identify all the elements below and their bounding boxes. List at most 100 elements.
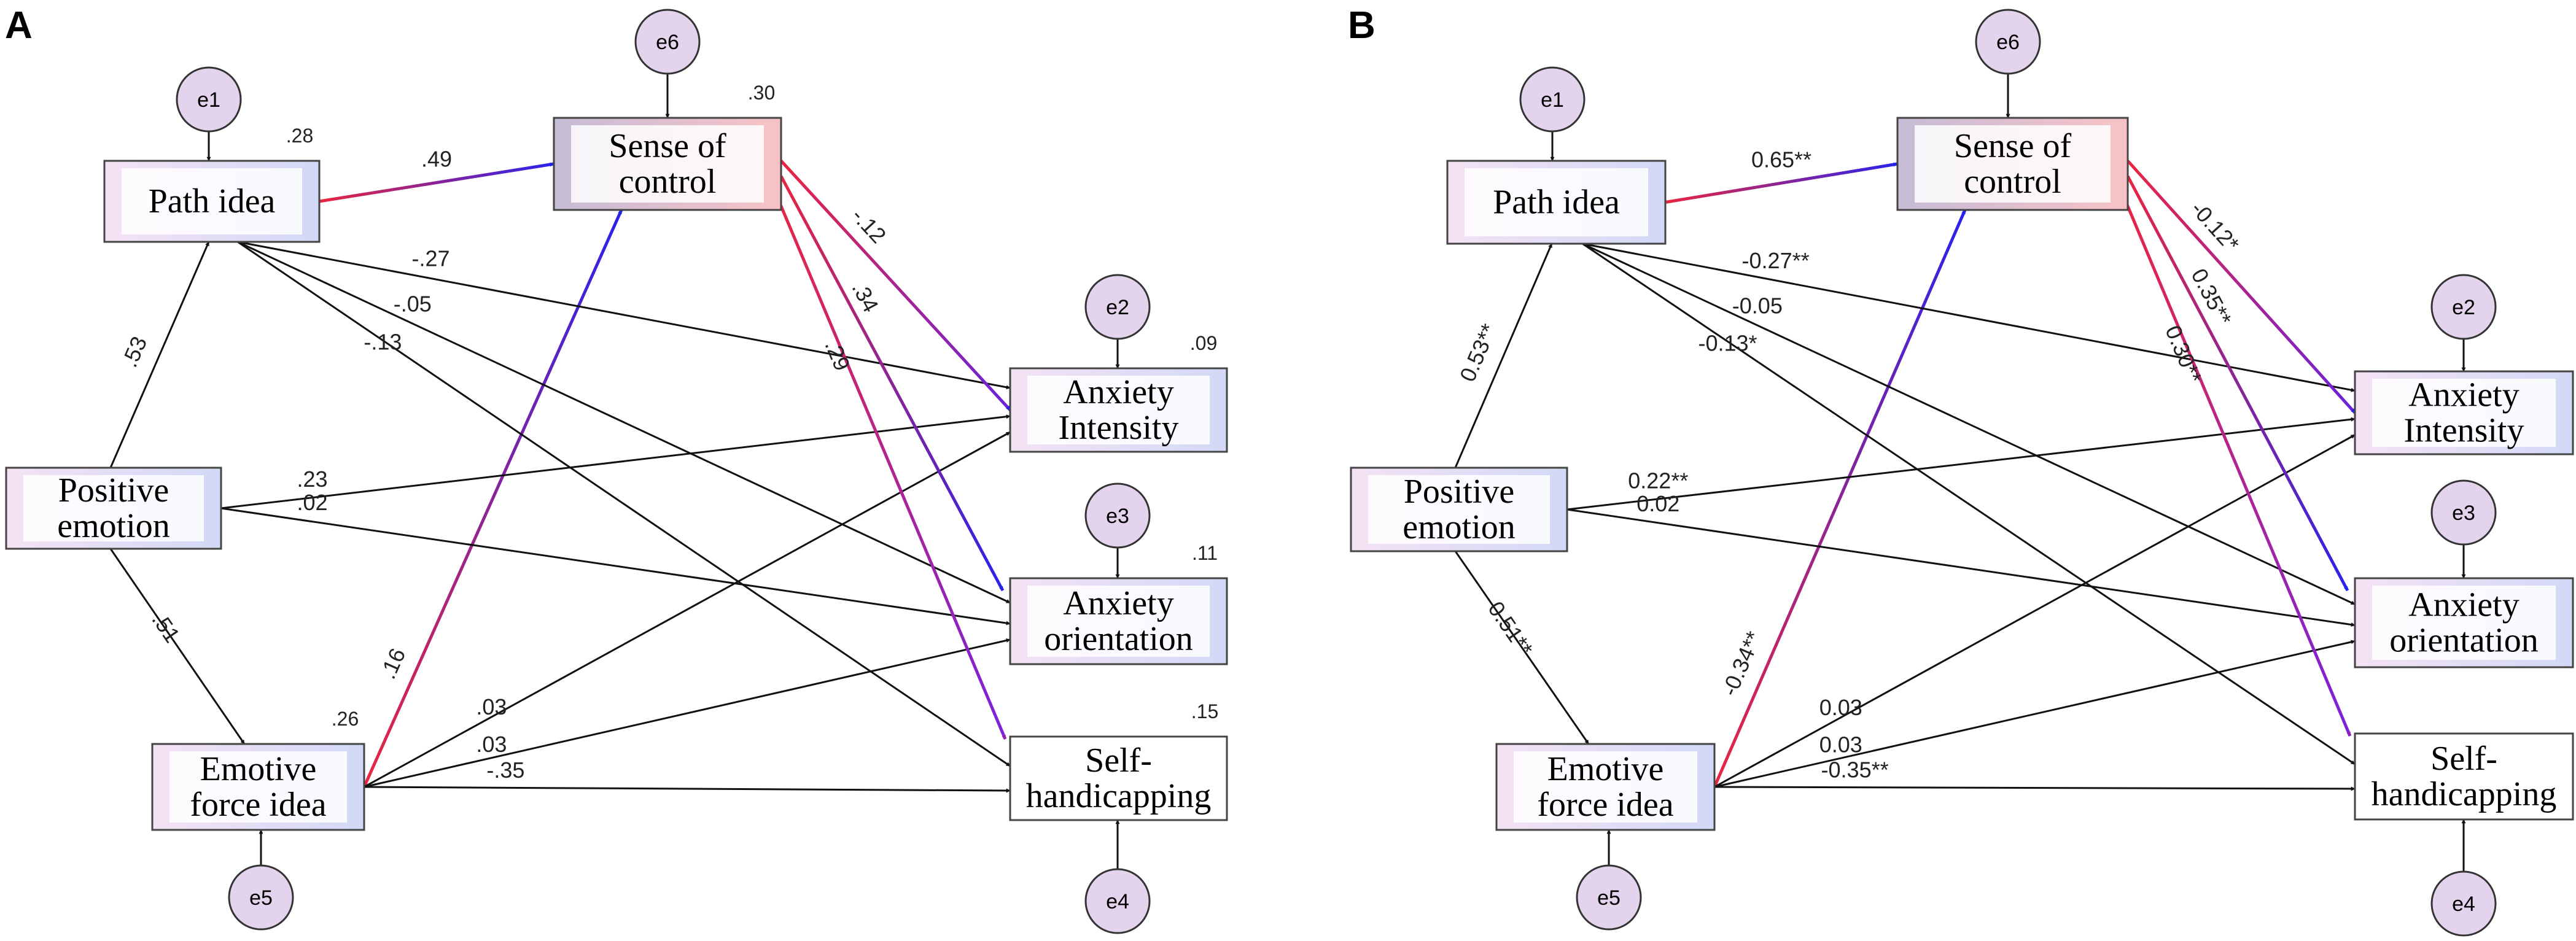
path-arrow-path-to-sense	[1665, 162, 1898, 204]
error-label-e2: e2	[2452, 296, 2475, 319]
node-label-plate-sh	[2372, 741, 2556, 812]
node-label-plate-path	[122, 168, 302, 234]
node-label-plate-ai	[1027, 376, 1210, 444]
error-label-e1: e1	[1541, 88, 1564, 112]
coef-path-to-ao: -0.05	[1732, 293, 1783, 318]
coef-path-to-sh: -0.13*	[1698, 331, 1757, 356]
node-label-plate-emot	[1514, 751, 1697, 823]
panel-label: B	[1348, 4, 1376, 47]
coef-sense-to-ai: -0.12*	[2186, 196, 2244, 257]
node-label-plate-sense	[571, 125, 764, 203]
node-label-plate-emot	[169, 751, 347, 823]
error-circle-e6	[634, 9, 701, 75]
node-label-sense-line-2: control	[1964, 163, 2061, 201]
path-arrow-path-to-sh	[1582, 242, 2356, 765]
coef-pos-to-path: .53	[117, 333, 152, 371]
coef-pos-to-emot: .51	[147, 608, 185, 647]
path-arrow-pos-to-emot	[109, 548, 246, 745]
coef-pos-to-ai: .23	[297, 467, 327, 492]
error-circle-e5	[1576, 864, 1642, 931]
node-label-path-line-1: Path idea	[149, 182, 276, 220]
node-label-sh-line-2: handicapping	[2372, 775, 2557, 813]
node-label-ao-line-1: Anxiety	[1063, 584, 1173, 622]
error-circle-e4	[2430, 870, 2497, 937]
path-arrow-path-to-sh	[237, 241, 1011, 767]
panel-a: A.49.53.51.16-.27-.05-.13.23.02.03.03-.3…	[5, 4, 1228, 934]
node-label-emot-line-1: Emotive	[1547, 750, 1664, 788]
node-label-ai-line-2: Intensity	[2404, 412, 2524, 450]
error-circle-e3	[1084, 482, 1151, 549]
node-label-ai-line-2: Intensity	[1059, 409, 1179, 447]
error-label-e1: e1	[197, 88, 220, 112]
error-label-e3: e3	[1106, 505, 1129, 528]
node-label-pos-line-1: Positive	[1404, 473, 1514, 511]
coef-emot-to-sense: -0.34**	[1716, 627, 1766, 699]
coef-pos-to-emot: 0.51**	[1483, 597, 1538, 660]
error-circle-e5	[228, 864, 294, 931]
node-label-plate-sh	[1027, 744, 1210, 813]
node-label-plate-pos	[1368, 475, 1550, 544]
node-label-pos-line-2: emotion	[57, 507, 170, 545]
node-label-sense-line-1: Sense of	[609, 127, 726, 165]
path-arrow-path-to-ai	[237, 241, 1011, 390]
error-circle-e4	[1084, 868, 1151, 934]
node-label-sh-line-1: Self-	[2430, 740, 2497, 778]
error-label-e5: e5	[1597, 886, 1621, 910]
node-label-plate-ao	[2372, 586, 2556, 660]
path-arrow-emot-to-sh	[364, 786, 1011, 793]
node-label-pos-line-2: emotion	[1403, 508, 1516, 546]
error-label-e6: e6	[656, 31, 679, 54]
error-label-e4: e4	[2452, 893, 2475, 916]
path-arrow-emot-to-ao	[364, 638, 1011, 788]
coef-path-to-sense: .49	[421, 147, 452, 172]
path-arrow-sense-to-sh	[773, 191, 1007, 740]
r-squared-ai: .09	[1190, 332, 1217, 354]
panel-b: B0.65**0.53**0.51**-0.34**-0.27**-0.05-0…	[1348, 4, 2574, 937]
path-arrow-pos-to-ai	[220, 414, 1011, 509]
path-arrow-pos-to-ao	[1566, 508, 2356, 627]
node-label-plate-ao	[1027, 586, 1210, 657]
node-label-emot-line-2: force idea	[1537, 786, 1673, 824]
error-circle-e1	[1519, 66, 1586, 133]
node-label-emot-line-1: Emotive	[200, 750, 317, 788]
r-squared-path: .28	[286, 125, 313, 147]
path-arrow-sense-to-ao	[779, 175, 1005, 592]
node-label-ao-line-2: orientation	[2389, 622, 2539, 660]
path-arrow-sense-to-ai	[780, 160, 1011, 411]
path-arrow-sense-to-ao	[2126, 175, 2349, 592]
coef-path-to-ai: -.27	[411, 246, 449, 271]
path-arrow-path-to-ao	[237, 241, 1011, 604]
coef-path-to-ao: -.05	[394, 291, 432, 316]
path-arrow-sense-to-ai	[2127, 160, 2356, 414]
error-circle-e6	[1975, 9, 2041, 75]
coef-pos-to-ao: .02	[297, 490, 327, 515]
node-label-sense-line-2: control	[619, 163, 717, 201]
path-arrow-path-to-sense	[319, 162, 555, 203]
coef-emot-to-sh: -.35	[486, 757, 524, 783]
error-label-e3: e3	[2452, 501, 2475, 525]
node-label-ao-line-2: orientation	[1044, 620, 1193, 658]
node-label-ao-line-1: Anxiety	[2408, 586, 2519, 624]
coef-emot-to-sense: .16	[375, 645, 410, 683]
error-label-e4: e4	[1106, 890, 1129, 913]
coef-emot-to-sh: -0.35**	[1821, 757, 1889, 783]
path-arrow-pos-to-path	[1454, 243, 1553, 468]
error-label-e2: e2	[1106, 296, 1129, 319]
node-label-plate-path	[1465, 168, 1648, 236]
path-arrow-emot-to-ao	[1714, 640, 2356, 788]
node-label-sh-line-2: handicapping	[1026, 777, 1212, 815]
path-arrow-pos-to-emot	[1454, 551, 1590, 745]
node-label-sh-line-1: Self-	[1085, 742, 1152, 780]
node-label-plate-sense	[1915, 125, 2111, 203]
node-label-ai-line-1: Anxiety	[1063, 373, 1173, 411]
path-arrow-sense-to-sh	[2120, 191, 2352, 737]
coef-path-to-sense: 0.65**	[1751, 147, 1811, 172]
path-arrow-path-to-ai	[1582, 242, 2356, 392]
error-label-e6: e6	[1996, 31, 2020, 54]
error-label-e5: e5	[249, 886, 273, 910]
path-arrow-path-to-ao	[1582, 242, 2356, 605]
path-arrow-pos-to-path	[109, 241, 210, 468]
node-label-plate-ai	[2372, 379, 2556, 447]
coef-path-to-sh: -.13	[364, 330, 402, 355]
error-circle-e2	[2430, 274, 2497, 340]
